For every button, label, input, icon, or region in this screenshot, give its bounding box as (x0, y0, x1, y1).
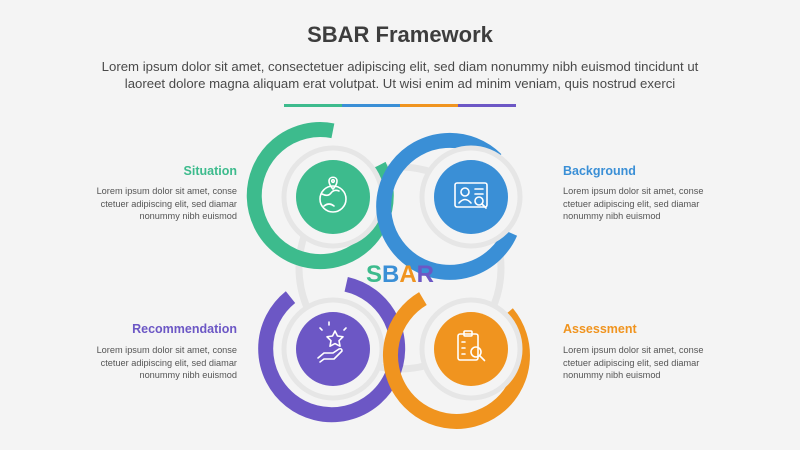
sbar-letter-b: B (382, 261, 399, 288)
situation-desc-line-3: nonummy nibh euismod (139, 211, 237, 221)
subtitle-line-2: laoreet dolore magna aliquam erat volutp… (124, 76, 676, 91)
recommendation-desc-line-3: nonummy nibh euismod (139, 370, 237, 380)
situation-desc-line-1: Lorem ipsum dolor sit amet, conse (96, 186, 237, 196)
divider-purple (458, 104, 516, 107)
assessment-desc-line-2: ctetuer adipiscing elit, sed diamar (563, 357, 700, 368)
recommendation-desc-line-2: ctetuer adipiscing elit, sed diamar (100, 357, 237, 368)
recommendation-desc-line-1: Lorem ipsum dolor sit amet, conse (96, 345, 237, 355)
situation-desc: Lorem ipsum dolor sit amet, conse ctetue… (57, 185, 237, 223)
node-situation (246, 122, 394, 270)
situation-label: Situation (183, 164, 237, 178)
document-search-icon (454, 182, 488, 209)
recommendation-outer-arc (258, 276, 406, 423)
sbar-center-text: SBAR (366, 261, 434, 288)
background-desc-line-2: ctetuer adipiscing elit, sed diamar (563, 198, 700, 209)
sbar-letter-a: A (399, 261, 416, 288)
assessment-desc-line-1: Lorem ipsum dolor sit amet, conse (563, 345, 704, 355)
assessment-label: Assessment (563, 322, 637, 336)
background-desc-line-1: Lorem ipsum dolor sit amet, conse (563, 186, 704, 196)
node-assessment (382, 292, 530, 429)
clipboard-search-icon (457, 330, 486, 362)
globe-location-icon (319, 176, 347, 213)
assessment-outer-arc (382, 292, 530, 429)
node-background (376, 132, 523, 280)
background-desc: Lorem ipsum dolor sit amet, conse ctetue… (563, 185, 743, 223)
background-outer-arc (376, 132, 518, 280)
node-recommendation (258, 276, 406, 423)
sbar-letter-r: R (417, 261, 434, 288)
subtitle-line-1: Lorem ipsum dolor sit amet, consectetuer… (101, 59, 699, 74)
divider-green (284, 104, 342, 107)
background-label: Background (563, 164, 636, 178)
divider-blue (342, 104, 400, 107)
divider-orange (400, 104, 458, 107)
sbar-letter-s: S (366, 261, 382, 288)
hand-star-icon (317, 321, 347, 363)
page-subtitle: Lorem ipsum dolor sit amet, consectetuer… (40, 58, 760, 92)
recommendation-desc: Lorem ipsum dolor sit amet, conse ctetue… (57, 344, 237, 382)
recommendation-label: Recommendation (132, 322, 237, 336)
page-title: SBAR Framework (307, 22, 493, 47)
situation-desc-line-2: ctetuer adipiscing elit, sed diamar (100, 198, 237, 209)
background-desc-line-3: nonummy nibh euismod (563, 211, 661, 221)
assessment-desc-line-3: nonummy nibh euismod (563, 370, 661, 380)
assessment-desc: Lorem ipsum dolor sit amet, conse ctetue… (563, 344, 743, 382)
